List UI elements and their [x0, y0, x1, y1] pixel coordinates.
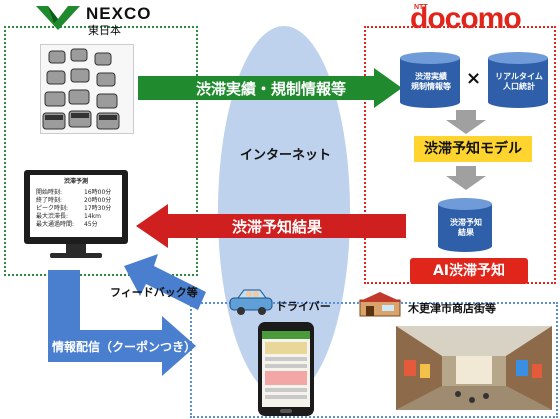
cylinder-right-line2: 人口統計 [503, 82, 535, 91]
arrow-result-label: 渋滞予知結果 [232, 218, 323, 236]
arrow-feedback-label: フィードバック等 [110, 286, 198, 299]
nexco-name: NEXCO [86, 4, 152, 23]
phone-header-bar [262, 331, 310, 339]
arrow-top-label: 渋滞実績・規制情報等 [196, 80, 347, 98]
blue-feedback-arrow [124, 254, 206, 310]
monitor-row-label: ピーク時刻: [36, 205, 69, 212]
monitor-row-value: 20時00分 [84, 197, 112, 204]
phone-line [265, 395, 307, 399]
gray-down-arrow-2 [446, 166, 486, 190]
monitor-row: 終了時刻: 20時00分 [36, 197, 111, 205]
green-arrow [138, 68, 402, 108]
cars-icon [42, 48, 120, 130]
monitor-row-label: 最大通過時間: [36, 221, 75, 228]
model-box: 渋滞予知モデル [414, 136, 532, 162]
gray-down-arrow-1 [446, 110, 486, 134]
times-symbol: × [466, 68, 482, 89]
cylinder-result-line1: 渋滞予知 [450, 218, 482, 227]
cylinder-result-text: 渋滞予知 結果 [438, 218, 494, 238]
monitor: 渋滞予測 開始時刻: 16時00分 終了時刻: 20時00分 ピーク時刻: 17… [24, 170, 128, 244]
phone-coupon [265, 371, 307, 385]
nexco-logo [34, 3, 82, 35]
blue-delivery-arrow [48, 270, 196, 376]
cylinder-result-line2: 結果 [458, 228, 474, 237]
shopping-street-image [396, 326, 552, 410]
phone-line [265, 364, 307, 368]
nexco-group-box [4, 26, 198, 276]
monitor-row: 最大通過時間: 45分 [36, 221, 98, 229]
nexco-sub: 東日本 [88, 24, 121, 37]
shopping-street-photo [396, 326, 552, 410]
database-cylinder-result [438, 198, 492, 252]
monitor-row: 最大渋滞長: 14km [36, 213, 101, 221]
monitor-base [50, 253, 102, 258]
driver-illustration [228, 288, 274, 320]
docomo-logo: docomo [410, 2, 522, 35]
cylinder-right-line1: リアルタイム [495, 72, 543, 81]
phone-home-button [280, 409, 292, 413]
smartphone [258, 322, 314, 416]
car-icon [229, 289, 273, 315]
smartphone-screen [262, 331, 310, 407]
monitor-row: ピーク時刻: 17時30分 [36, 205, 111, 213]
ntt-label: NTT [414, 4, 428, 11]
monitor-row-label: 終了時刻: [36, 197, 63, 204]
monitor-row-value: 16時00分 [84, 189, 112, 196]
cylinder-left-line1: 渋滞実績 [415, 72, 447, 81]
monitor-row-label: 最大渋滞長: [36, 213, 69, 220]
monitor-row-label: 開始時刻: [36, 189, 63, 196]
red-arrow [136, 204, 406, 248]
traffic-jam-illustration [40, 44, 134, 134]
monitor-row-value: 45分 [84, 221, 98, 228]
database-cylinder-right [488, 52, 548, 108]
shop-illustration [358, 292, 402, 322]
phone-line [265, 388, 307, 392]
monitor-rows: 開始時刻: 16時00分 終了時刻: 20時00分 ピーク時刻: 17時30分 … [36, 189, 111, 229]
database-cylinder-left [400, 52, 460, 108]
cylinder-left-line2: 規制情報等 [411, 82, 451, 91]
shop-label: 木更津市商店街等 [408, 302, 496, 315]
monitor-screen: 渋滞予測 開始時刻: 16時00分 終了時刻: 20時00分 ピーク時刻: 17… [30, 175, 122, 237]
nexco-mark-icon [36, 6, 80, 30]
monitor-stand [66, 244, 86, 254]
monitor-row-value: 17時30分 [84, 205, 112, 212]
arrow-delivery-label: 情報配信（クーポンつき） [52, 340, 197, 354]
shop-icon [358, 292, 402, 317]
phone-line [265, 357, 307, 361]
monitor-row-value: 14km [84, 213, 101, 220]
internet-label: インターネット [240, 148, 332, 163]
driver-label: ドライバー [276, 300, 331, 313]
cylinder-left-text: 渋滞実績 規制情報等 [400, 72, 462, 92]
ai-box: AI渋滞予知 [410, 258, 528, 284]
cylinder-right-text: リアルタイム 人口統計 [488, 72, 550, 92]
monitor-title: 渋滞予測 [63, 178, 88, 185]
monitor-row: 開始時刻: 16時00分 [36, 189, 111, 197]
phone-banner [265, 342, 307, 354]
